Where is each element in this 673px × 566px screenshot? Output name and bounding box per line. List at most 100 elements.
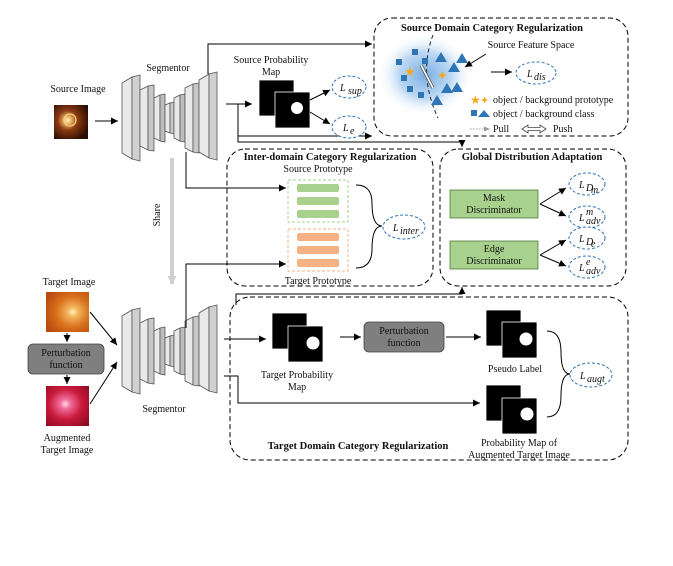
aug-map-label-2: Augmented Target Image — [468, 450, 570, 461]
to-ldm-arrow — [539, 187, 567, 205]
tdcr-brace — [546, 330, 571, 418]
to-target-prototype-arrow — [185, 260, 286, 328]
mask-disc-label-2: Discriminator — [466, 205, 522, 216]
loss-sup-symbol: L — [339, 83, 346, 94]
loss-dm-symbol: L — [578, 180, 585, 191]
loss-e-subscript: e — [350, 126, 355, 137]
tdcr-perturb-label-1: Perturbation — [379, 326, 428, 337]
source-feature-space: ★ ✦ — [377, 33, 473, 119]
tdcr-perturb-label-2: function — [387, 338, 420, 349]
loss-sup: L sup — [331, 75, 367, 99]
target-perturb-label-1: Perturbation — [41, 348, 90, 359]
sdcr-box — [373, 17, 629, 137]
edge-disc-label-1: Edge — [484, 244, 505, 255]
loss-de-sub: D — [585, 237, 594, 248]
loss-advm-sup: m — [586, 207, 593, 218]
loss-dm-subsub: m — [591, 185, 598, 196]
object-prototype-star: ★ — [404, 64, 416, 79]
gda-title: Global Distribution Adaptation — [462, 152, 603, 163]
loss-de-subsub: e — [591, 239, 596, 250]
loss-dis-subscript: dis — [534, 72, 546, 83]
source-prototype-box — [287, 179, 349, 223]
target-prototype-box — [287, 228, 349, 272]
loss-d-m: L D m — [568, 172, 606, 196]
legend-star-2: ✦ — [480, 95, 489, 107]
augmented-input-arrow — [89, 361, 118, 405]
feature-to-sdcr-arrow — [207, 40, 372, 74]
source-prob-map — [258, 79, 311, 129]
target-prob-map — [271, 312, 324, 363]
loss-dis: L dis — [515, 61, 557, 85]
aug-map-label-1: Probability Map of — [481, 438, 558, 449]
legend-push-label: Push — [553, 124, 572, 135]
edge-disc-label-2: Discriminator — [466, 256, 522, 267]
target-perturbation-box: Perturbation function — [27, 343, 105, 375]
target-segmentor-label: Segmentor — [142, 404, 186, 415]
target-prob-label-1: Target Probability — [261, 370, 333, 381]
augmented-label-2: Target Image — [41, 445, 94, 456]
legend-triangle — [478, 110, 490, 117]
tdcr-box — [229, 296, 629, 461]
loss-e: L e — [331, 115, 367, 139]
loss-adve-sup: e — [586, 257, 591, 268]
target-fundus-image — [46, 292, 89, 332]
augmented-label-1: Augmented — [44, 433, 91, 444]
tdcr-perturbation-box: Perturbation function — [363, 321, 445, 353]
loss-adv-e: L e adv — [568, 255, 606, 279]
loss-inter-subscript: inter — [400, 226, 419, 237]
background-prototype-star: ✦ — [437, 68, 448, 83]
target-prob-label-2: Map — [288, 382, 306, 393]
augmented-fundus-image — [46, 386, 89, 426]
legend-prototype-label: object / background prototype — [493, 95, 614, 106]
loss-dis-symbol: L — [526, 69, 533, 80]
sdcr-title: Source Domain Category Regularization — [401, 23, 583, 34]
loss-sup-subscript: sup — [348, 86, 362, 97]
legend-class-label: object / background class — [493, 109, 594, 120]
source-prototype-label: Source Prototype — [283, 164, 353, 175]
loss-adve-symbol: L — [578, 263, 585, 274]
to-lsup-arrow — [309, 89, 331, 101]
target-input-arrow — [89, 311, 118, 346]
idcr-brace — [355, 184, 383, 269]
mask-disc-label-1: Mask — [483, 193, 505, 204]
to-lde-arrow — [539, 239, 567, 256]
loss-adv-m: L m adv — [568, 205, 606, 229]
source-prob-map-label-1: Source Probability — [234, 55, 309, 66]
to-ladvm-arrow — [539, 203, 567, 217]
legend-pull-head — [484, 126, 490, 132]
feature-space-label: Source Feature Space — [488, 40, 575, 51]
loss-dm-sub: D — [585, 183, 594, 194]
to-gda-from-source-arrow — [237, 126, 466, 147]
pseudo-label-map — [485, 309, 538, 359]
source-segmentor — [121, 71, 218, 162]
feature-space-pointer — [464, 53, 487, 68]
target-image-label: Target Image — [43, 277, 96, 288]
mask-discriminator: Mask Discriminator — [449, 189, 539, 219]
to-source-prototype-arrow — [185, 152, 286, 192]
sdcr-legend: ★ ✦ object / background prototype object… — [470, 93, 614, 135]
source-fundus-image — [54, 105, 88, 139]
loss-advm-symbol: L — [578, 213, 585, 224]
legend-push-arrow — [521, 124, 547, 134]
source-prob-map-label-2: Map — [262, 67, 280, 78]
loss-augt-subscript: augt — [587, 374, 605, 385]
source-segmentor-label: Segmentor — [146, 63, 190, 74]
legend-pull-label: Pull — [493, 124, 509, 135]
loss-adve-sub: adv — [586, 266, 601, 277]
loss-inter: L inter — [382, 214, 426, 240]
share-label: Share — [152, 203, 163, 226]
idcr-title: Inter-domain Category Regularization — [244, 152, 417, 163]
target-prototype-label: Target Prototype — [285, 276, 352, 287]
loss-advm-sub: adv — [586, 216, 601, 227]
legend-star-1: ★ — [470, 93, 481, 107]
to-ladve-arrow — [539, 254, 567, 267]
to-le-arrow — [309, 111, 331, 125]
loss-d-e: L D e — [568, 226, 606, 250]
source-image-label: Source Image — [50, 84, 106, 95]
legend-square — [471, 110, 477, 116]
source-optic-disc — [63, 113, 77, 127]
augmented-prob-map — [485, 384, 538, 435]
loss-augt: L augt — [569, 362, 613, 388]
